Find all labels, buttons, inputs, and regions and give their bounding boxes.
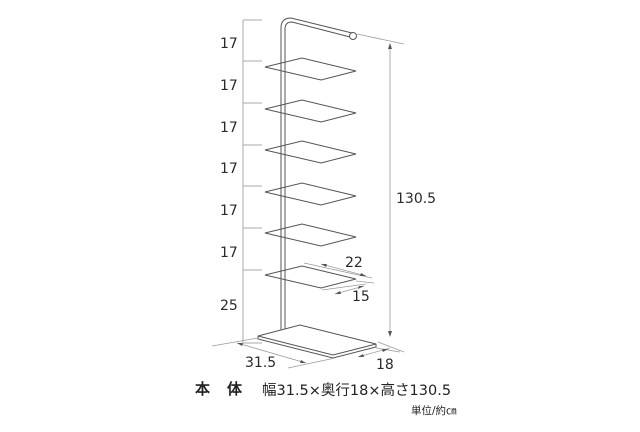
caption-title: 本体	[195, 378, 242, 399]
base-width-label: 31.5	[245, 355, 276, 371]
shelf-4	[264, 182, 357, 206]
caption-spec: 幅31.5×奥行18×高さ130.5	[262, 383, 452, 399]
segment-label: 17	[220, 78, 238, 94]
caption-title-char: 体	[227, 380, 243, 398]
pole-and-rod	[280, 17, 357, 340]
shelf-depth-label: 15	[352, 289, 370, 305]
shelf-width-label: 22	[345, 255, 363, 271]
segment-label: 17	[220, 161, 238, 177]
caption-title-char: 本	[195, 380, 211, 398]
shelf-6	[264, 265, 357, 289]
overall-height-label: 130.5	[396, 191, 436, 207]
segment-label: 17	[220, 203, 238, 219]
shelf-2	[264, 99, 357, 123]
shelf-dimensions	[303, 262, 375, 295]
shelves	[264, 57, 357, 289]
overall-height-dimension	[356, 33, 405, 353]
segment-label: 17	[220, 120, 238, 136]
height-segment-labels: 17 17 17 17 17 17 25	[220, 36, 238, 314]
base-dimensions	[211, 337, 401, 369]
shelf-1	[264, 57, 357, 81]
shelf-5	[264, 223, 357, 247]
height-bracket	[242, 19, 262, 344]
segment-label: 25	[220, 298, 238, 314]
segment-label: 17	[220, 245, 238, 261]
caption-unit: 単位/約㎝	[411, 405, 457, 417]
pole-front	[280, 62, 286, 340]
base-depth-label: 18	[376, 357, 394, 373]
shelf-3	[264, 140, 357, 164]
base-plate	[257, 324, 377, 359]
segment-label: 17	[220, 36, 238, 52]
